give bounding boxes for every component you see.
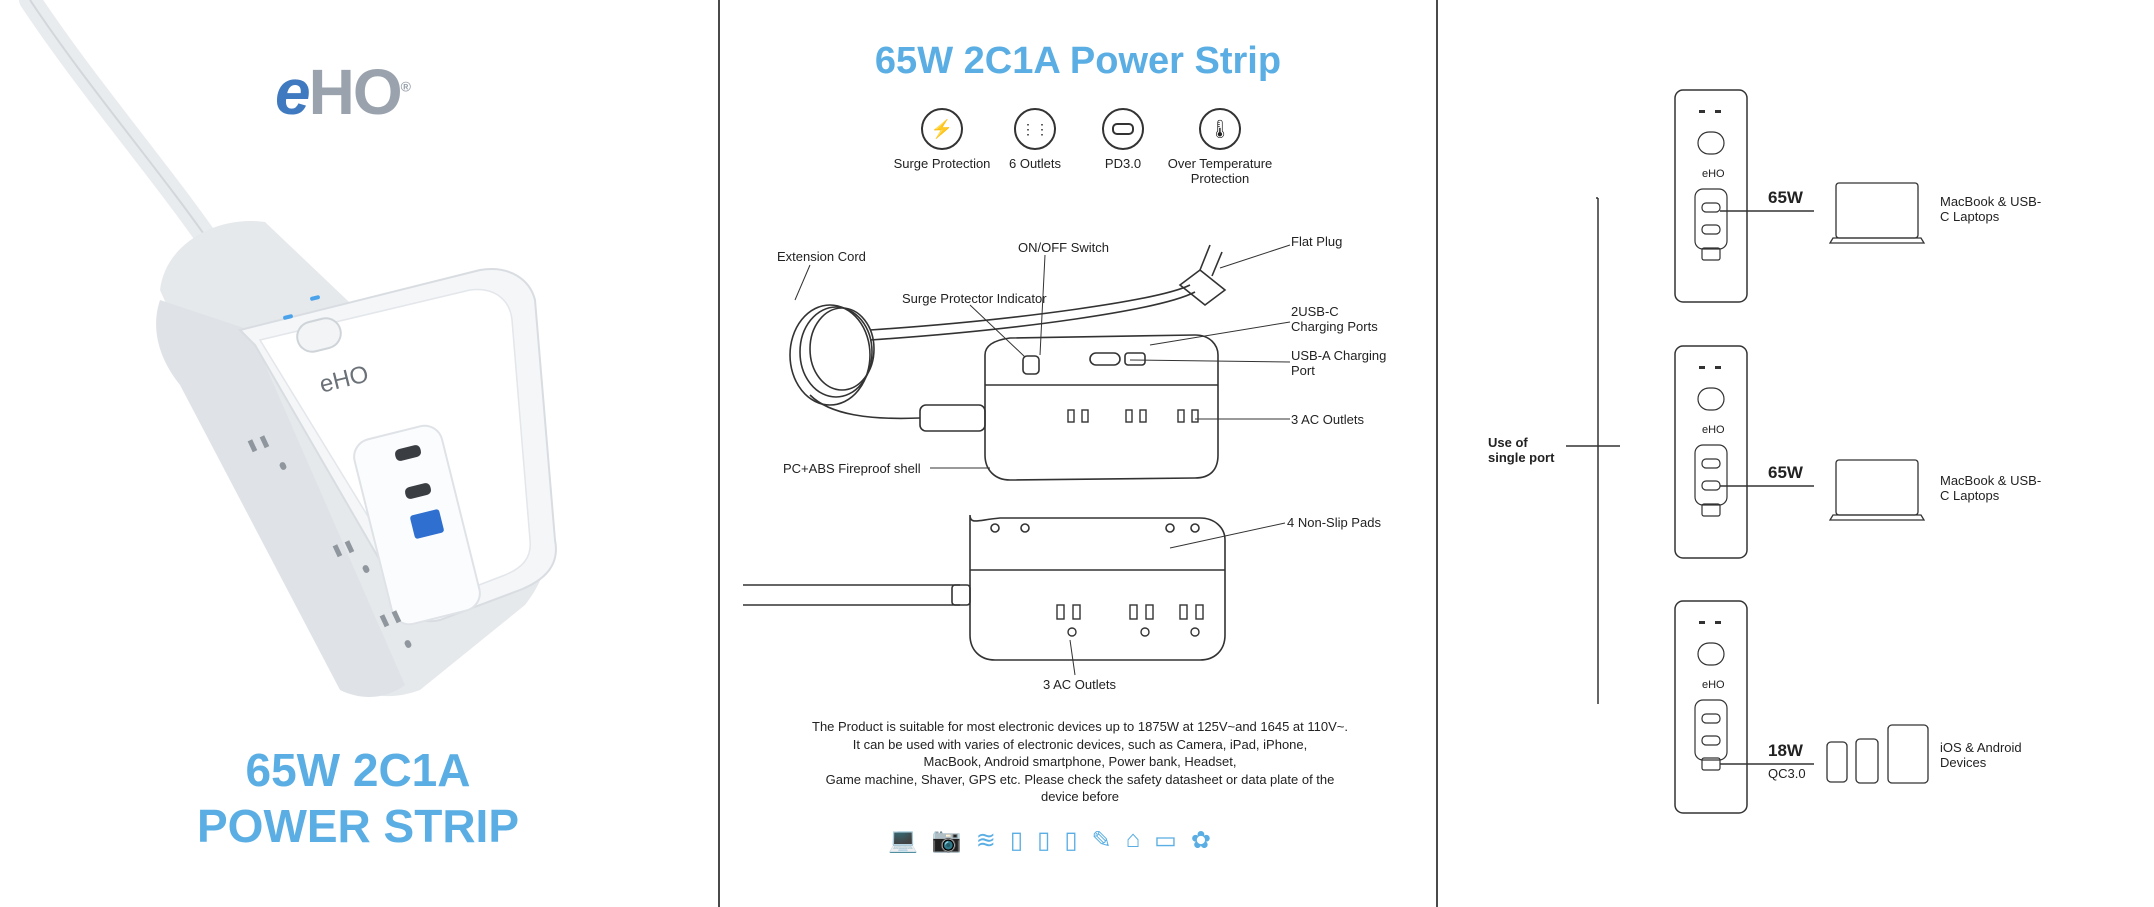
- power-strip-photo: eHO: [19, 0, 557, 697]
- fan-icon: ✿: [1190, 827, 1211, 854]
- row3-watt: 18W: [1768, 741, 1803, 760]
- feature-pd: PD3.0: [1053, 108, 1193, 171]
- feature-outlets: ⋮⋮ 6 Outlets: [965, 108, 1105, 171]
- compatible-devices-row: 💻 📷 ≋ ▯ ▯ ▯ ✎ ⌂ ▭ ✿: [888, 826, 1211, 855]
- single-port-panel: Use of single port 65W MacBook & USB-C L…: [1436, 0, 2154, 907]
- label-ac-top: 3 AC Outlets: [1291, 412, 1364, 427]
- label-shell: PC+ABS Fireproof shell: [783, 461, 921, 476]
- label-pads: 4 Non-Slip Pads: [1287, 515, 1381, 530]
- strip2-brand: eHO: [1702, 424, 1725, 436]
- gamepad-icon: ▭: [1154, 827, 1177, 854]
- strip3-brand: eHO: [1702, 679, 1725, 691]
- row1-device: MacBook & USB-C Laptops: [1940, 194, 2042, 224]
- thermometer-icon: 🌡: [1199, 108, 1241, 150]
- page-title: 65W 2C1A Power Strip: [874, 40, 1282, 82]
- label-usba: USB-A Charging Port: [1291, 348, 1387, 378]
- feature-temperature: 🌡 Over Temperature Protection: [1161, 108, 1279, 186]
- strip1-brand: eHO: [1702, 168, 1725, 180]
- lamp-icon: ⌂: [1125, 826, 1141, 853]
- outlet-icon: ⋮⋮: [1014, 108, 1056, 150]
- row2-watt: 65W: [1768, 463, 1803, 482]
- camera-icon: 📷: [931, 827, 962, 854]
- laptop-icon: 💻: [888, 827, 918, 854]
- shield-bolt-icon: ⚡: [921, 108, 963, 150]
- bracket-label: Use of single port: [1488, 435, 1555, 465]
- label-on-off: ON/OFF Switch: [1018, 240, 1110, 255]
- phone-icon: ▯: [1064, 827, 1078, 854]
- hairdryer-icon: ≋: [975, 827, 996, 854]
- product-description: The Product is suitable for most electro…: [812, 719, 1348, 804]
- label-flat-plug: Flat Plug: [1291, 234, 1343, 249]
- label-surge-indicator: Surge Protector Indicator: [902, 291, 1047, 306]
- row1-watt: 65W: [1768, 188, 1803, 207]
- usb-c-icon: [1102, 108, 1144, 150]
- row3-device: iOS & Android Devices: [1940, 740, 2022, 770]
- product-line-drawing: [743, 244, 1291, 676]
- product-photo-panel: eHO® eHO: [0, 0, 716, 907]
- row3-sub: QC3.0: [1768, 766, 1806, 781]
- feature-surge: ⚡ Surge Protection: [872, 108, 1012, 171]
- eho-logo: eHO®: [275, 56, 411, 128]
- label-usbc: 2USB-C Charging Ports: [1291, 304, 1378, 334]
- tablet-icon: ▯: [1009, 827, 1024, 854]
- label-ac-bottom: 3 AC Outlets: [1043, 677, 1116, 692]
- port-usage-diagram: [1566, 89, 1929, 814]
- diagram-panel: 65W 2C1A Power Strip ⚡ Surge Protection …: [718, 0, 1436, 907]
- title-line-2: POWER STRIP: [196, 800, 520, 852]
- label-extension-cord: Extension Cord: [777, 249, 866, 264]
- title-line-1: 65W 2C1A: [245, 744, 471, 796]
- row2-device: MacBook & USB-C Laptops: [1940, 473, 2042, 503]
- shaver-icon: ✎: [1091, 827, 1112, 854]
- phone-icon: ▯: [1037, 827, 1051, 854]
